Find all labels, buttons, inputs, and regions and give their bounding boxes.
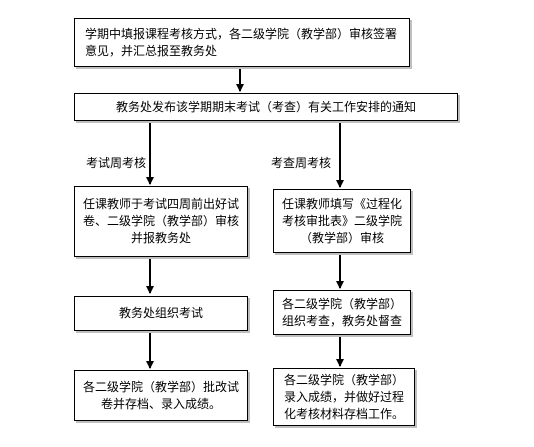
step2-box: 教务处发布该学期期末考试（考查）有关工作安排的通知 [74, 93, 458, 121]
step1-text: 学期中填报课程考核方式，各二级学院（教学部）审核签署意见，并汇总报至教务处 [85, 26, 398, 58]
branch-label-check: 考查周考核 [271, 156, 332, 170]
check-step3-text: 各二级学院（教学部）录入成绩，并做好过程化考核材料存档工作。 [283, 372, 404, 421]
exam-step1-text: 任课教师于考试四周前出好试卷、二级学院（教学部）审核并报教务处 [83, 197, 240, 245]
check-step3-box: 各二级学院（教学部）录入成绩，并做好过程化考核材料存档工作。 [273, 368, 415, 426]
exam-step3-box: 各二级学院（教学部）批改试卷并存档、录入成绩。 [74, 370, 248, 421]
check-step2-box: 各二级学院（教学部）组织考查，教务处督查 [273, 290, 411, 335]
step2-text: 教务处发布该学期期末考试（考查）有关工作安排的通知 [115, 99, 416, 114]
exam-step3-text: 各二级学院（教学部）批改试卷并存档、录入成绩。 [83, 379, 240, 411]
step1-box: 学期中填报课程考核方式，各二级学院（教学部）审核签署意见，并汇总报至教务处 [74, 18, 410, 67]
check-step1-text: 任课教师填写《过程化考核审批表》二级学院（教学部）审核 [281, 196, 402, 245]
exam-step2-text: 教务处组织考试 [118, 306, 203, 320]
branch-label-exam: 考试周考核 [86, 156, 147, 170]
exam-step1-box: 任课教师于考试四周前出好试卷、二级学院（教学部）审核并报教务处 [74, 186, 248, 257]
check-step2-text: 各二级学院（教学部）组织考查，教务处督查 [281, 296, 402, 328]
exam-step2-box: 教务处组织考试 [74, 296, 248, 331]
check-step1-box: 任课教师填写《过程化考核审批表》二级学院（教学部）审核 [273, 189, 411, 253]
